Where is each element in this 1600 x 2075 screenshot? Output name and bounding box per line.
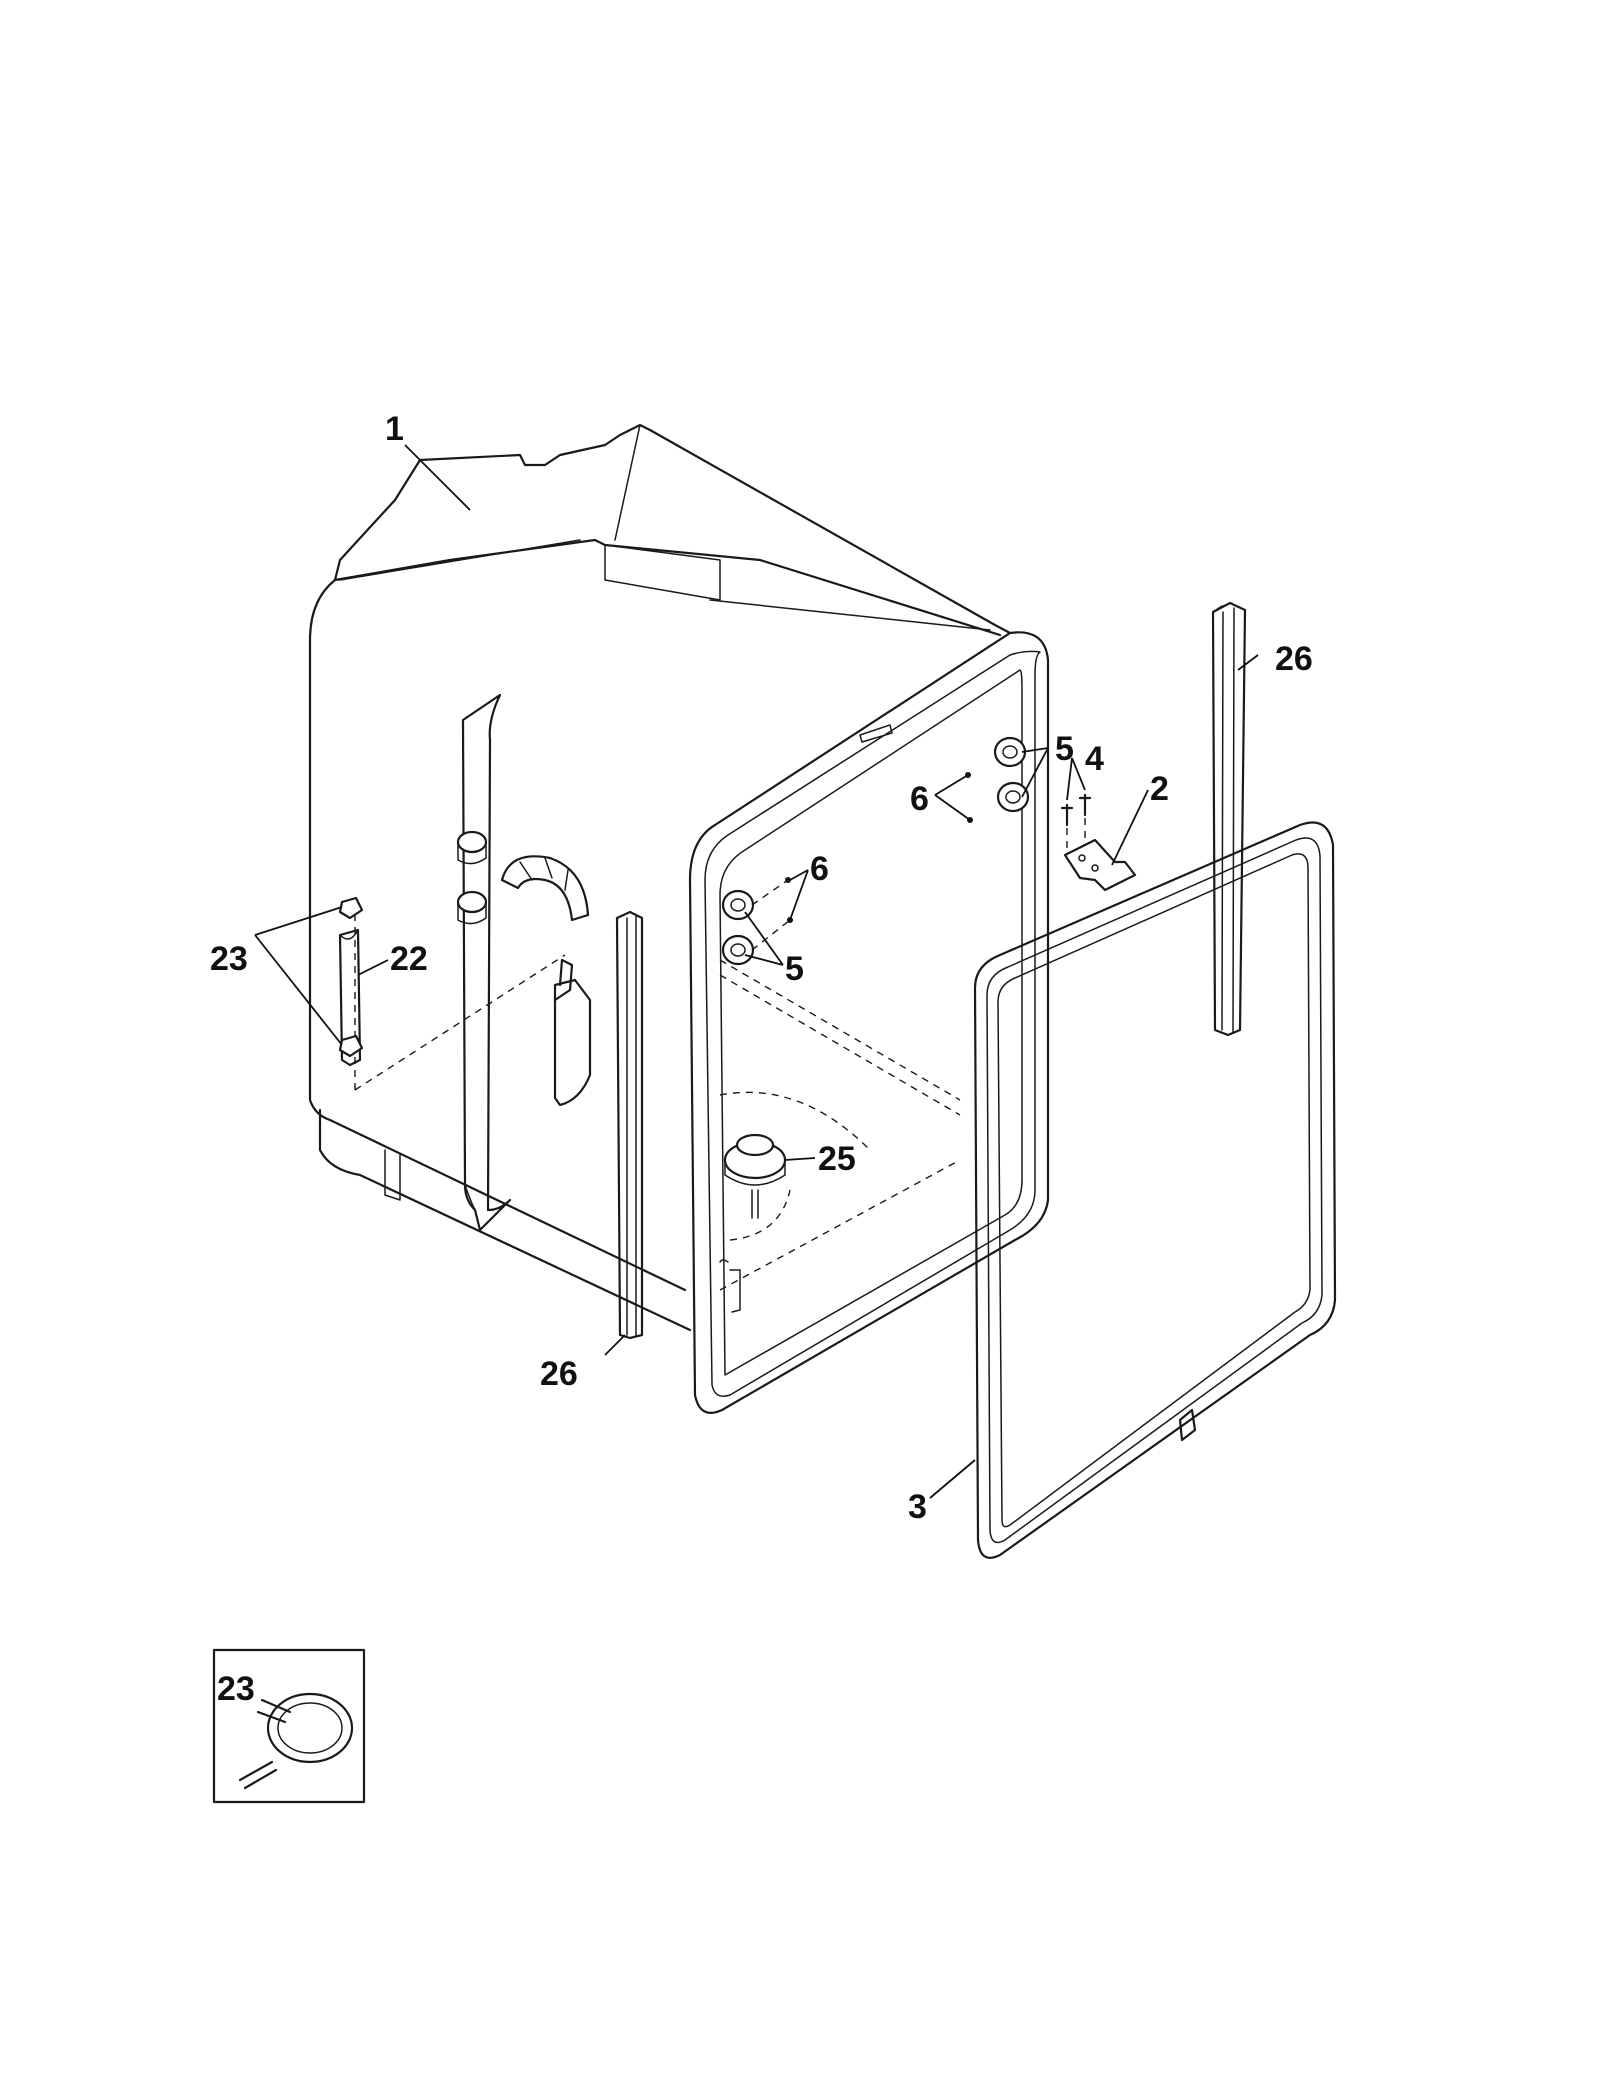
- callout-grommet-right: 5: [1055, 730, 1074, 768]
- callout-sleeve: 22: [390, 940, 428, 978]
- door-trim-left: [615, 910, 644, 1340]
- door-trim-right: [1211, 601, 1247, 1037]
- dishwasher-tub: [308, 423, 1050, 1414]
- inset-clamp-detail: [212, 1648, 366, 1804]
- vent-assembly: [723, 1133, 787, 1219]
- mounting-bracket: [1060, 793, 1137, 892]
- callout-bracket: 2: [1150, 770, 1169, 808]
- callout-tub: 1: [385, 410, 404, 448]
- callout-screw-right: 6: [910, 780, 929, 818]
- callout-labels: 1 26 5 4 2 6 6 5 23 22 25 26 3 23: [210, 410, 1313, 1708]
- callout-hose-clamp: 23: [210, 940, 248, 978]
- callout-screw-left: 6: [810, 850, 829, 888]
- grommets-left: [721, 877, 793, 966]
- callout-vent: 25: [818, 1140, 856, 1178]
- callout-screw-4: 4: [1085, 740, 1104, 778]
- callout-grommet-left: 5: [785, 950, 804, 988]
- callout-trim-right: 26: [1275, 640, 1313, 678]
- door-gasket: [973, 821, 1337, 1559]
- callout-inset-clamp: 23: [217, 1670, 255, 1708]
- grommets-right: [965, 736, 1030, 823]
- hose-clamps: [338, 896, 364, 1058]
- callout-trim-left: 26: [540, 1355, 578, 1393]
- leader-lines: [254, 444, 1259, 1499]
- callout-door-gasket: 3: [908, 1488, 927, 1526]
